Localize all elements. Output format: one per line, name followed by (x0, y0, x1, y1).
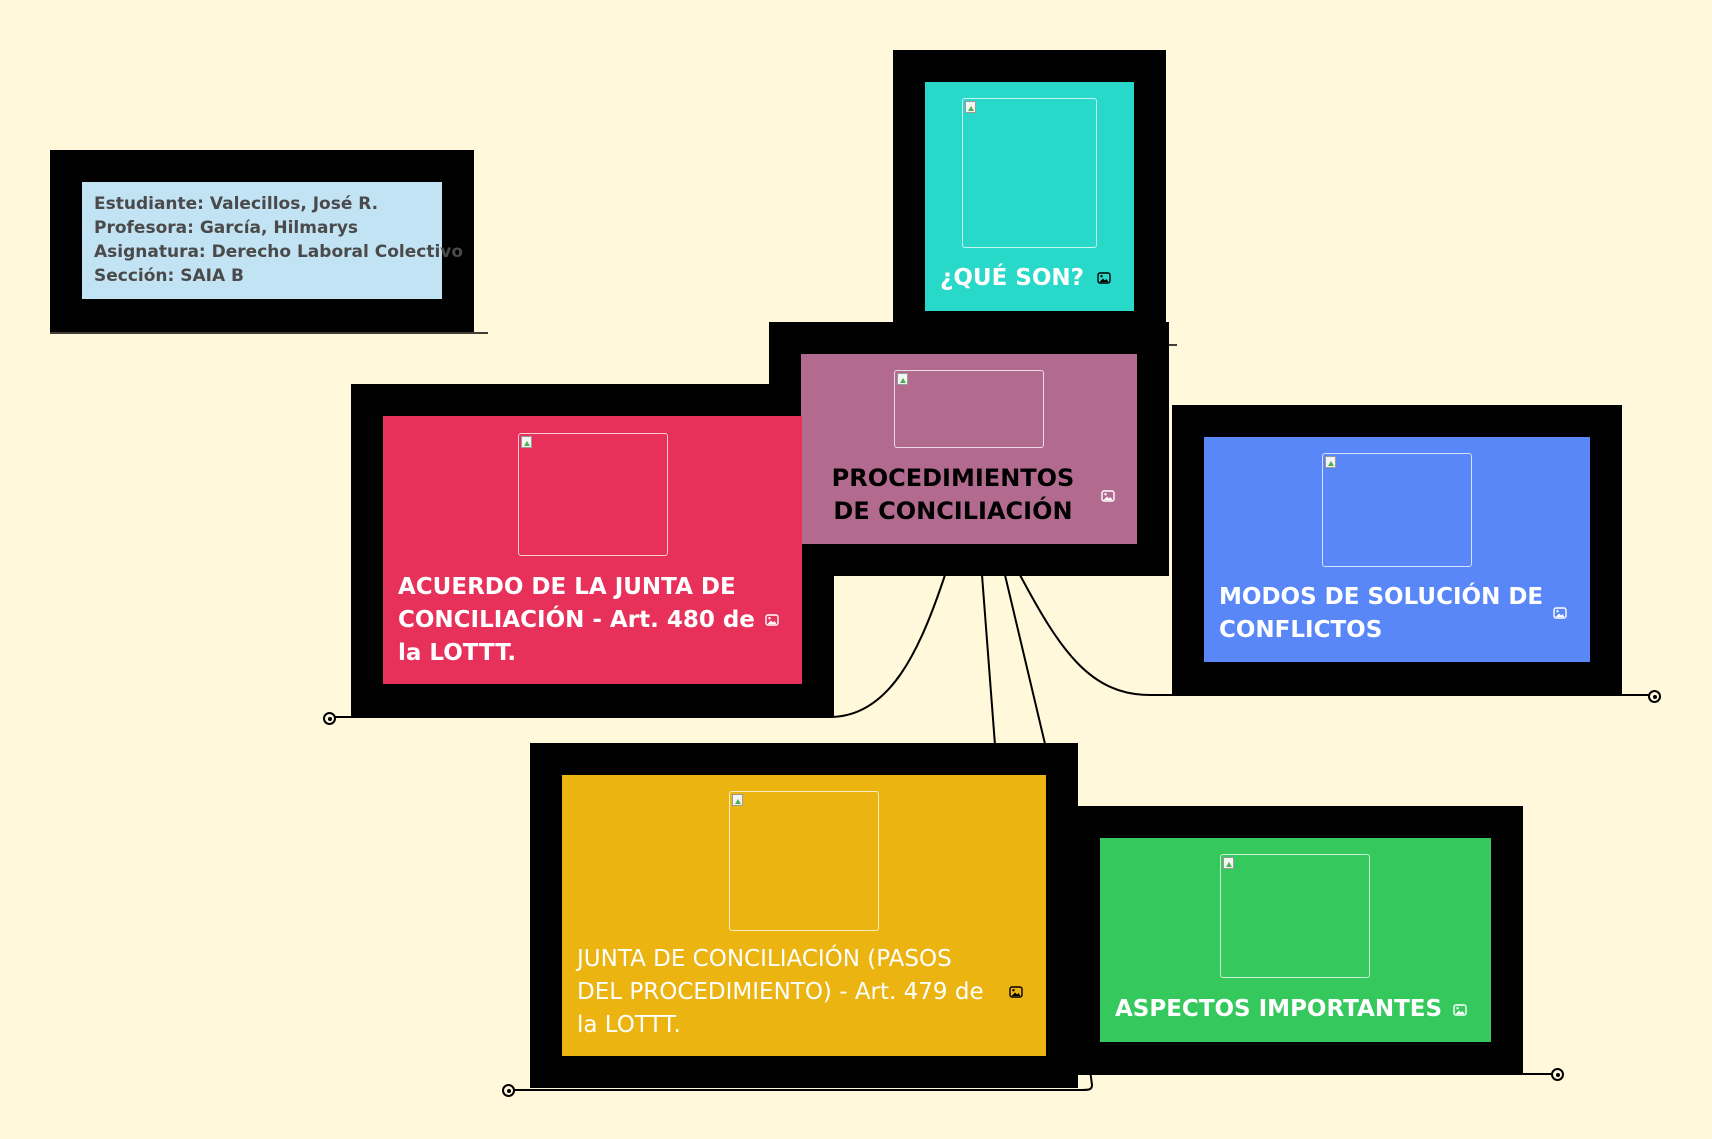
central-label: PROCEDIMIENTOS DE CONCILIACIÓN (831, 464, 1075, 525)
node-aspectos[interactable]: ASPECTOS IMPORTANTES (1100, 838, 1491, 1042)
aspectos-image-placeholder (1220, 854, 1370, 978)
image-icon[interactable] (1553, 607, 1567, 619)
image-icon[interactable] (1097, 272, 1111, 284)
que-son-image-placeholder (962, 98, 1097, 248)
connector-modos (1019, 574, 1655, 696)
que-son-label: ¿QUÉ SON? (940, 265, 1084, 291)
modos-label: MODOS DE SOLUCIÓN DE CONFLICTOS (1219, 584, 1544, 643)
info-section: Sección: SAIA B (94, 266, 245, 286)
node-central-topic[interactable]: PROCEDIMIENTOS DE CONCILIACIÓN (801, 354, 1137, 544)
central-image-placeholder (894, 370, 1044, 448)
connector-junta-a (981, 574, 996, 746)
collapse-handle-acuerdo[interactable] (323, 712, 336, 725)
node-junta[interactable]: JUNTA DE CONCILIACIÓN (PASOS DEL PROCEDI… (562, 775, 1046, 1056)
collapse-handle-aspectos[interactable] (1551, 1068, 1564, 1081)
info-box-text: Estudiante: Valecillos, José R. Profesor… (94, 192, 463, 288)
junta-label: JUNTA DE CONCILIACIÓN (PASOS DEL PROCEDI… (577, 946, 984, 1038)
image-icon[interactable] (1009, 986, 1023, 998)
connector-acuerdo (330, 574, 946, 718)
node-modos[interactable]: MODOS DE SOLUCIÓN DE CONFLICTOS (1204, 437, 1590, 662)
collapse-handle-junta[interactable] (502, 1084, 515, 1097)
image-icon[interactable] (765, 614, 779, 626)
node-que-son[interactable]: ¿QUÉ SON? (925, 82, 1134, 311)
info-student: Estudiante: Valecillos, José R. (94, 194, 379, 214)
collapse-handle-modos[interactable] (1648, 690, 1661, 703)
image-icon[interactable] (1453, 1004, 1467, 1016)
info-subject: Asignatura: Derecho Laboral Colectivo (94, 242, 464, 262)
acuerdo-image-placeholder (518, 433, 668, 556)
info-professor: Profesora: García, Hilmarys (94, 218, 359, 238)
info-box[interactable]: Estudiante: Valecillos, José R. Profesor… (82, 182, 463, 299)
acuerdo-label: ACUERDO DE LA JUNTA DE CONCILIACIÓN - Ar… (398, 574, 755, 666)
connector-junta-b (509, 574, 1094, 1091)
junta-image-placeholder (729, 791, 879, 931)
aspectos-label: ASPECTOS IMPORTANTES (1115, 996, 1443, 1022)
image-icon[interactable] (1101, 490, 1115, 502)
modos-image-placeholder (1322, 453, 1472, 567)
node-acuerdo[interactable]: ACUERDO DE LA JUNTA DE CONCILIACIÓN - Ar… (383, 416, 802, 684)
